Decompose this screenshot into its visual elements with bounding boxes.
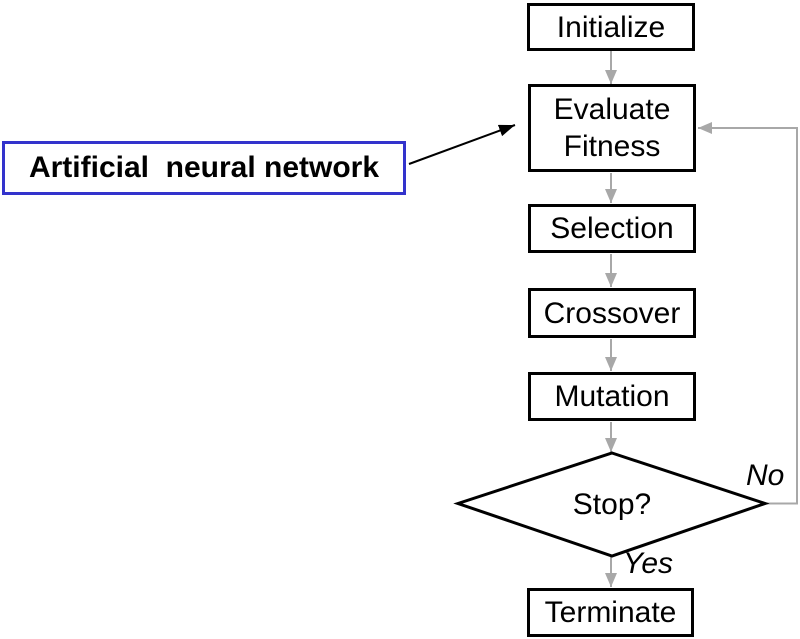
- node-mutation: Mutation: [528, 372, 696, 421]
- annotation-artificial-neural-network: Artificial neural network: [2, 141, 406, 195]
- edge-stop-no-loop-to-evaluate: [698, 122, 798, 505]
- node-mutation-label: Mutation: [554, 380, 670, 413]
- node-selection-label: Selection: [550, 212, 674, 245]
- node-terminate-label: Terminate: [544, 596, 677, 629]
- node-evaluate-fitness-label: Evaluate Fitness: [553, 93, 671, 163]
- node-crossover-label: Crossover: [543, 296, 681, 330]
- node-terminate: Terminate: [527, 588, 694, 637]
- node-initialize-label: Initialize: [556, 10, 666, 44]
- edge-label-no: No: [746, 459, 785, 492]
- node-crossover: Crossover: [528, 288, 696, 338]
- annotation-label: Artificial neural network: [28, 151, 380, 184]
- edge-label-yes: Yes: [623, 547, 674, 580]
- annotation-arrow: [408, 124, 516, 165]
- node-evaluate-fitness: Evaluate Fitness: [528, 84, 696, 172]
- stop-diamond-shape: [453, 451, 770, 558]
- node-initialize: Initialize: [527, 3, 695, 51]
- node-selection: Selection: [528, 204, 696, 253]
- node-stop-label: Stop?: [572, 488, 652, 521]
